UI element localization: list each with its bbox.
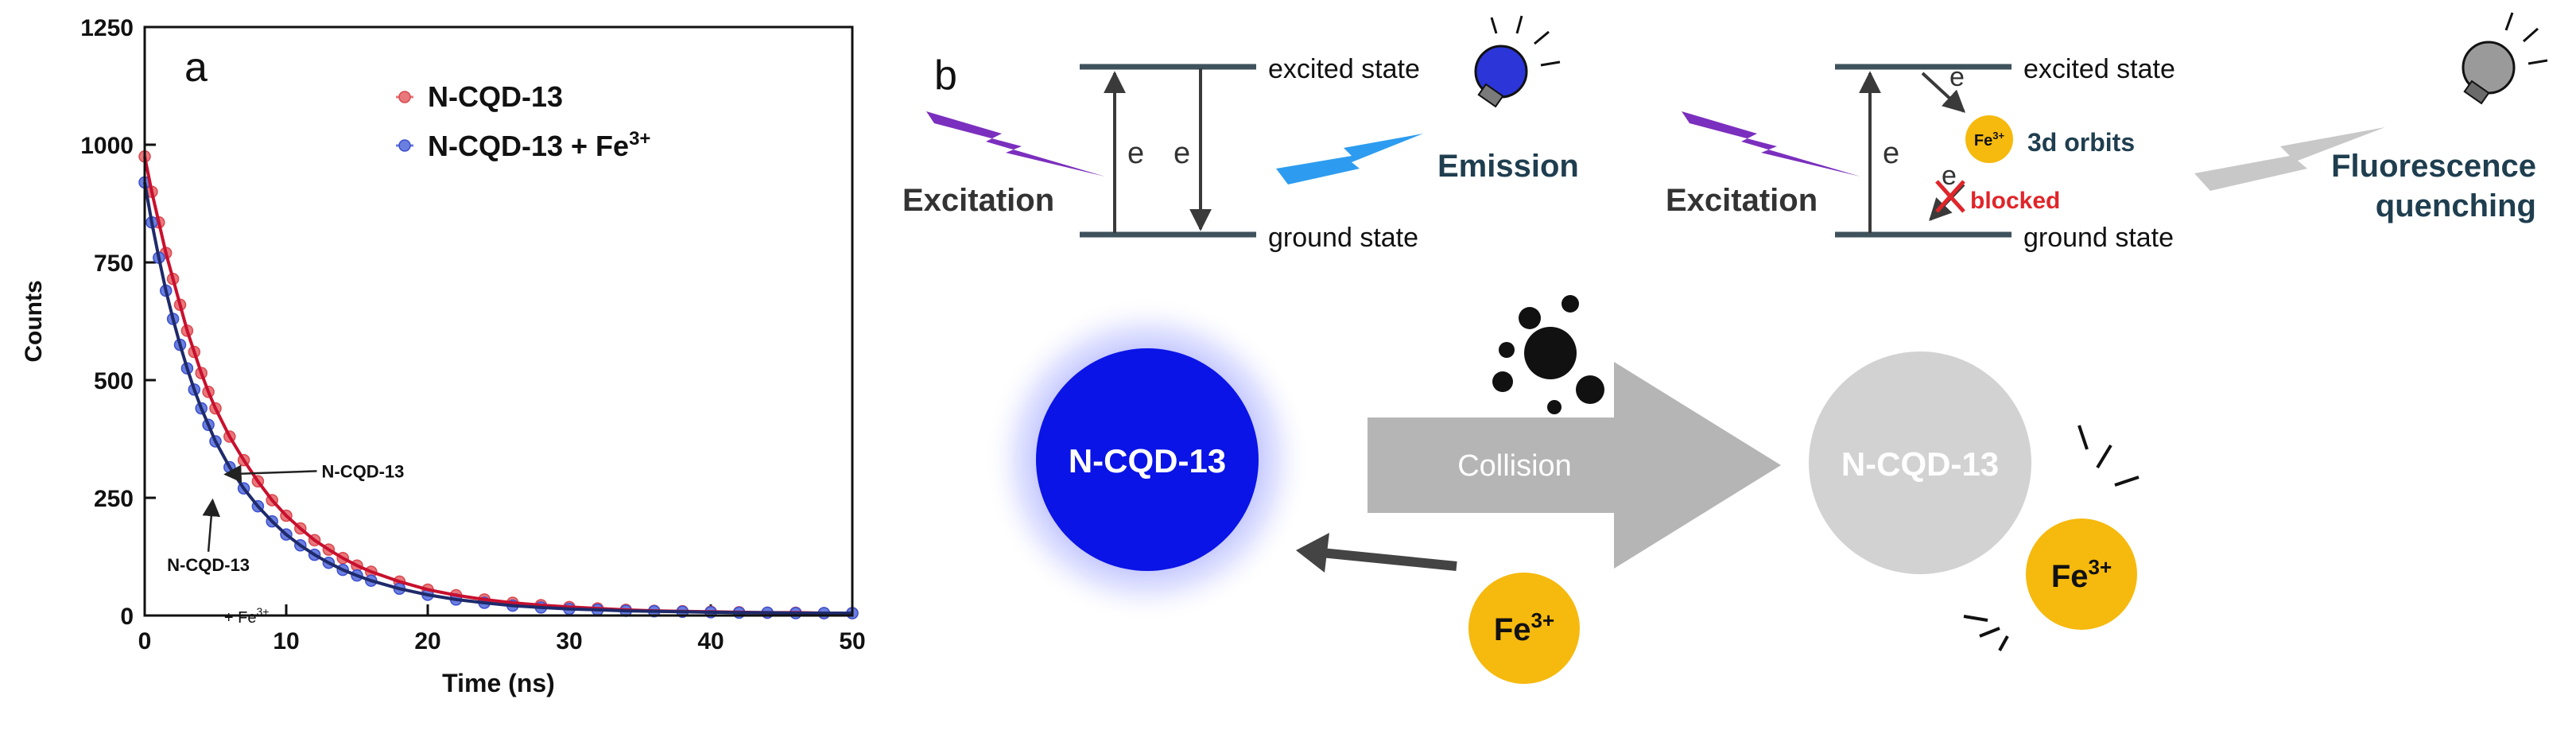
impact-lines-icon [1963,425,2140,651]
emission-energy-diagram: Excitation excited state ground state e … [902,15,1579,253]
3d-orbits-label: 3d orbits [2027,128,2135,157]
excitation-label-right: Excitation [1666,183,1818,218]
mechanism-diagram: b Excitation excited state ground state … [902,12,2548,684]
lit-bulb-icon [1474,15,1561,108]
x-tick-label: 0 [138,628,152,654]
fe-ion-free-label: Fe3+ [1494,608,1554,647]
approach-arrow [1321,548,1457,571]
y-axis-label: Counts [21,280,47,362]
annotation-n-cqd-13-fe-line1: N-CQD-13 [167,555,250,575]
blocked-x-icon [1935,180,1965,213]
electron-back-label: e [1942,161,1957,191]
collision-label: Collision [1457,449,1572,483]
ground-state-label-right: ground state [2023,223,2174,253]
cqd-right-label: N-CQD-13 [1841,445,1999,483]
fe-ion-free [1468,573,1580,684]
fe-ion-bound [2026,518,2137,630]
legend: N-CQD-13 N-CQD-13 + Fe3+ [396,80,650,162]
y-axis-ticks: 0 250 500 750 1000 1250 [80,15,156,630]
y-tick-label: 1250 [80,15,134,41]
y-tick-label: 1000 [80,133,134,159]
y-tick-label: 0 [120,604,134,630]
excited-state-label-right: excited state [2023,54,2175,84]
excitation-lightning-icon [926,111,1105,177]
fe-ion-small-icon [1965,115,2013,163]
excited-state-label-left: excited state [1268,54,1420,84]
cqd-left-label: N-CQD-13 [1069,442,1226,480]
blocked-label: blocked [1970,188,2060,214]
annotation-arrow-n-cqd-13-fe [202,498,220,552]
chart-annotations: N-CQD-13 N-CQD-13 + Fe3+ [167,461,404,626]
y-tick-label: 500 [94,368,134,394]
fit-curve-n-cqd-13 [143,156,852,615]
electron-up-label-right: e [1883,137,1899,170]
annotation-n-cqd-13-fe-line2: + Fe3+ [224,605,270,627]
x-tick-label: 40 [697,628,724,654]
x-tick-label: 30 [556,628,582,654]
x-tick-label: 50 [839,628,865,654]
electron-transfer-arrow [1921,72,1966,113]
emission-label: Emission [1437,149,1579,184]
electron-up-label-left: e [1127,137,1144,170]
fe-ion-small-label: Fe3+ [1974,130,2005,150]
legend-item-n-cqd-13-fe: N-CQD-13 + Fe3+ [396,128,650,162]
quenching-energy-diagram: Excitation excited state ground state e … [1666,12,2548,253]
emission-lightning-icon [1276,134,1423,184]
fe-ion-bound-label: Fe3+ [2051,555,2112,594]
quenching-label: quenching [2376,188,2536,223]
series-n-cqd-13-points [138,150,859,619]
fit-curve-n-cqd-13-fe [143,182,852,615]
legend-item-n-cqd-13: N-CQD-13 [396,80,563,113]
unlit-bulb-icon [2462,12,2548,105]
legend-label-n-cqd-13-fe: N-CQD-13 + Fe3+ [428,128,650,162]
electron-down-label-left: e [1174,137,1190,170]
fluorescence-label: Fluorescence [2331,149,2536,184]
collision-illustration: N-CQD-13 Collision Fe3+ N-CQD-13 Fe3+ [984,295,2140,684]
ground-state-label-left: ground state [1268,223,1418,253]
faded-lightning-icon [2194,127,2385,191]
cqd-dot-left [1036,348,1259,571]
plot-frame [143,25,854,617]
approach-arrow-head [1296,533,1329,573]
x-axis-label: Time (ns) [442,669,555,697]
annotation-arrow-n-cqd-13 [223,464,317,483]
y-tick-label: 750 [94,250,134,277]
collision-bubbles-icon [1492,295,1604,414]
excitation-label-left: Excitation [902,183,1054,218]
legend-label-n-cqd-13: N-CQD-13 [428,80,563,113]
y-tick-label: 250 [94,486,134,512]
panel-b-label: b [934,52,957,99]
collision-arrow [1368,362,1781,569]
electron-to-ion-label: e [1949,62,1965,92]
excitation-lightning-icon-right [1682,111,1860,177]
panel-a-label: a [184,45,208,91]
series-n-cqd-13-fe-points [138,176,859,619]
x-tick-label: 10 [273,628,299,654]
x-tick-label: 20 [414,628,440,654]
cqd-dot-right-quenched [1809,351,2031,574]
annotation-n-cqd-13: N-CQD-13 [322,461,405,481]
